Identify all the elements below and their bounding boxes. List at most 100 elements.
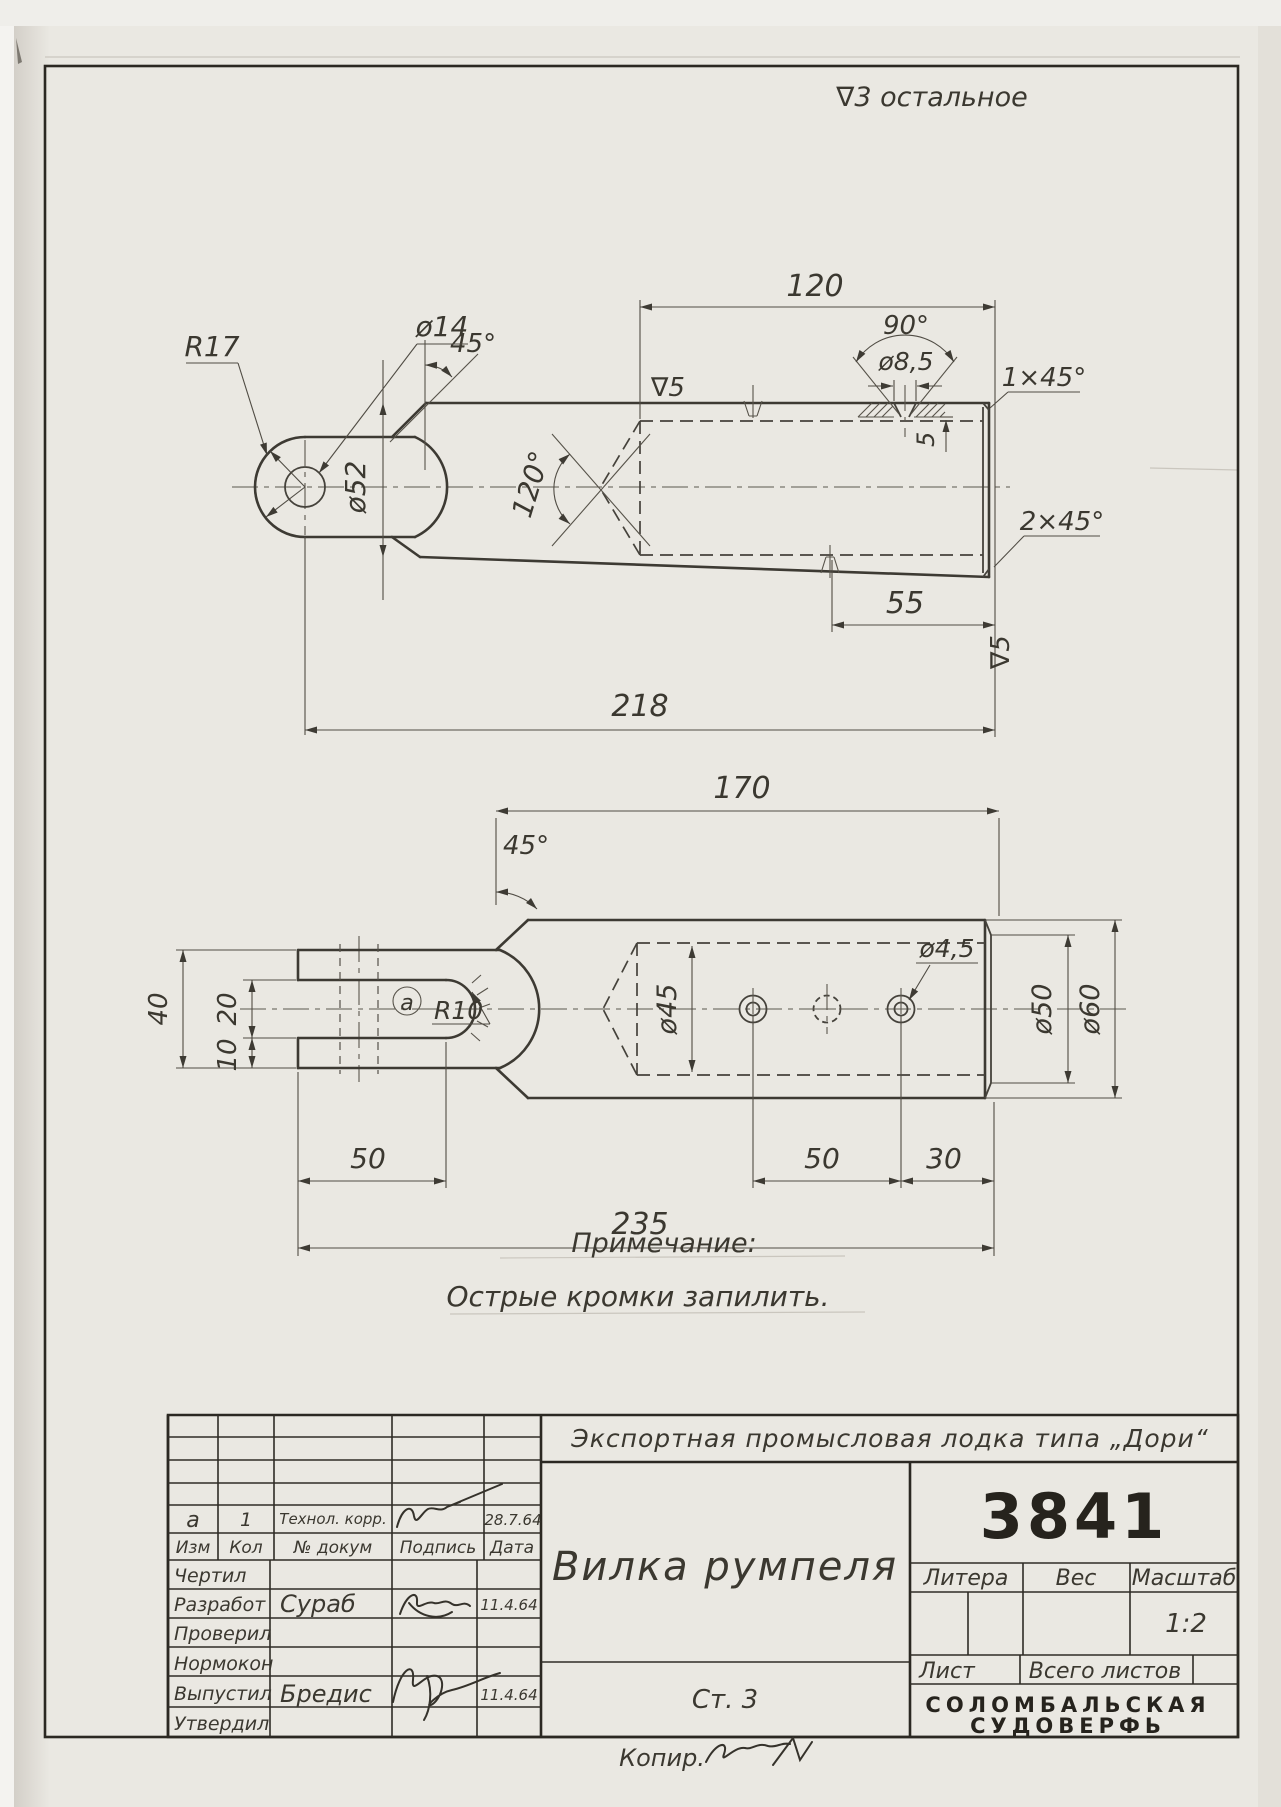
tb-rev-rows [168, 1436, 541, 1561]
finish-top-label: ∇5 [650, 373, 685, 403]
rad-17-leader [186, 362, 267, 455]
dim-235-label: 235 [611, 1207, 668, 1242]
tb-right-rows [910, 1562, 1238, 1685]
dia-50-ext [991, 934, 1075, 1084]
shaft-bottom-edge [418, 555, 991, 579]
scale-value: 1:2 [1165, 1609, 1207, 1639]
dim-55-label: 55 [886, 586, 924, 621]
copy-signature [705, 1735, 813, 1766]
chamfer-2-leader [993, 535, 1100, 568]
organization-line2: СУДОВЕРФЬ [970, 1714, 1166, 1738]
scan-edge-top [0, 0, 1281, 26]
row-label-0: Чертил [174, 1565, 246, 1587]
note-body: Острые кромки запилить. [446, 1280, 829, 1313]
slot-edges [296, 978, 448, 1040]
dim-30-label: 30 [926, 1142, 962, 1175]
upper-ext-lines [639, 300, 996, 737]
dia-45-label: ø45 [652, 984, 683, 1036]
chamfer-1-label: 1×45° [1002, 363, 1086, 393]
dim-120-label: 120 [786, 269, 843, 304]
scan-edge-right [1258, 0, 1281, 1807]
dia-4-5-label: ø4,5 [918, 934, 974, 963]
dim-10-label: 10 [213, 1038, 243, 1071]
row-label-3: Нормокон [174, 1653, 273, 1675]
note-title: Примечание: [571, 1228, 756, 1259]
neck-fillet-arc [413, 435, 449, 539]
dim-40-label: 40 [144, 992, 174, 1025]
lower-end-chamfers [984, 919, 992, 1099]
dia-50-label: ø50 [1027, 984, 1058, 1036]
finish-mark-bottom [820, 545, 840, 578]
neck-chamfer-top [390, 401, 428, 439]
depth-5-label: 5 [912, 432, 940, 447]
row-label-5: Утвердил [174, 1713, 269, 1735]
note-guide-2 [449, 1311, 866, 1315]
rev-kol-value: 1 [240, 1509, 252, 1531]
tb-sign-rows [168, 1588, 541, 1708]
lug-hole [284, 466, 326, 508]
fork-width-ext [176, 949, 296, 1069]
dia-8-5-ext [893, 380, 917, 401]
hatch-left [857, 402, 894, 418]
litera-label: Литера [923, 1566, 1009, 1591]
angle-90-arc [855, 334, 955, 363]
row-name-4: Бредис [280, 1680, 372, 1708]
material-value: Ст. 3 [692, 1685, 758, 1715]
note-guide-1 [499, 1255, 846, 1259]
hatch-right [915, 402, 946, 418]
row-label-4: Выпустил [174, 1683, 272, 1705]
dim-170-label: 170 [713, 771, 770, 806]
countersink-sides [893, 402, 917, 418]
col-kol: Кол [229, 1538, 262, 1558]
rev-izm-value: а [186, 1508, 199, 1533]
cone-construction-x [551, 433, 651, 547]
col-date: Дата [489, 1538, 534, 1558]
dia-60-label: ø60 [1075, 984, 1106, 1036]
row-label-1: Разработ [174, 1594, 266, 1616]
chamfer-1-leader [989, 391, 1080, 409]
neck-slants [494, 918, 530, 1100]
dia-60-ext [985, 919, 1122, 1099]
scan-edge-left-white [0, 0, 14, 1807]
col-doc: № докум [293, 1538, 373, 1558]
tb-right-cols [967, 1563, 1194, 1684]
issuer-signature [392, 1668, 501, 1721]
drawing-number: 3841 [980, 1480, 1169, 1553]
end-chamfer-corners [982, 402, 990, 578]
fork-hole-hidden [339, 944, 379, 1074]
row-date-1: 11.4.64 [480, 1596, 537, 1614]
angle-120-arc [553, 453, 571, 525]
detail-mark-circle [392, 986, 422, 1016]
lower-bore-cone [602, 942, 638, 1076]
part-title: Вилка румпеля [552, 1544, 898, 1590]
dia-14-label: ø14 [415, 310, 469, 343]
angle-90-label: 90° [883, 311, 929, 341]
dia-14-leader [319, 343, 468, 473]
detail-mark-label: а [400, 991, 413, 1016]
finish-mark-top [743, 385, 763, 418]
organization-line1: СОЛОМБАЛЬСКАЯ [925, 1693, 1210, 1717]
title-block: а 1 Технол. корр. 28.7.64 Изм Кол № доку… [166, 1413, 1240, 1739]
developer-signature [399, 1593, 471, 1618]
rad-10-label: R10 [434, 996, 483, 1025]
copy-label: Копир. [619, 1744, 705, 1772]
dim-218-label: 218 [611, 689, 668, 724]
rad-17-arrow-b [265, 486, 306, 518]
rev-date-value: 28.7.64 [484, 1511, 541, 1529]
col-izm: Изм [176, 1538, 211, 1558]
neck-chamfer-bottom [390, 535, 422, 559]
copy-note: Копир. [619, 1735, 813, 1772]
row-date-4: 11.4.64 [480, 1686, 537, 1704]
dim-50r-label: 50 [804, 1142, 840, 1175]
fork-fillet-arc [498, 948, 541, 1070]
angle-45-arc [424, 361, 453, 378]
surface-finish-note: ∇3 остальное [835, 82, 1027, 113]
col-sign: Подпись [400, 1538, 476, 1558]
scale-label: Масштаб [1132, 1566, 1237, 1591]
lower-view: а R10 ø45 ø4,5 45° 170 40 20 10 ø50 ø60 [144, 771, 1128, 1256]
rev-signature [396, 1483, 503, 1528]
tb-sign-cols [269, 1560, 478, 1737]
project-title: Экспортная промысловая лодка типа „Дори“ [570, 1424, 1208, 1453]
rad-17-label: R17 [184, 330, 239, 363]
